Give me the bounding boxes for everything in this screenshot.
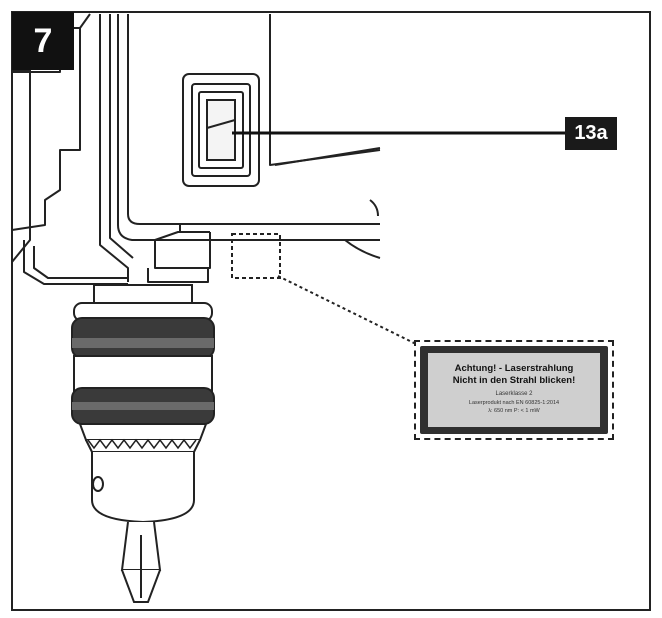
warning-line-3: Laserklasse 2 — [495, 391, 533, 397]
warning-line-1: Achtung! - Laserstrahlung — [454, 363, 574, 374]
dotted-pointer-line — [277, 275, 417, 345]
figure-number-badge: 7 — [12, 12, 74, 70]
callout-label-13a: 13a — [565, 117, 617, 150]
rocker-switch-13a — [182, 73, 260, 187]
figure-frame — [11, 11, 651, 611]
warning-line-2: Nicht in den Strahl blicken! — [452, 375, 576, 386]
warning-line-5: λ: 650 nm P: < 1 mW — [488, 408, 540, 414]
drill-housing — [11, 13, 381, 301]
warning-line-4: Laserprodukt nach EN 60825-1:2014 — [468, 400, 560, 406]
chuck-teeth — [87, 438, 197, 450]
laser-aperture-marker — [231, 233, 281, 279]
laser-warning-label: Achtung! - Laserstrahlung Nicht in den S… — [428, 353, 600, 427]
